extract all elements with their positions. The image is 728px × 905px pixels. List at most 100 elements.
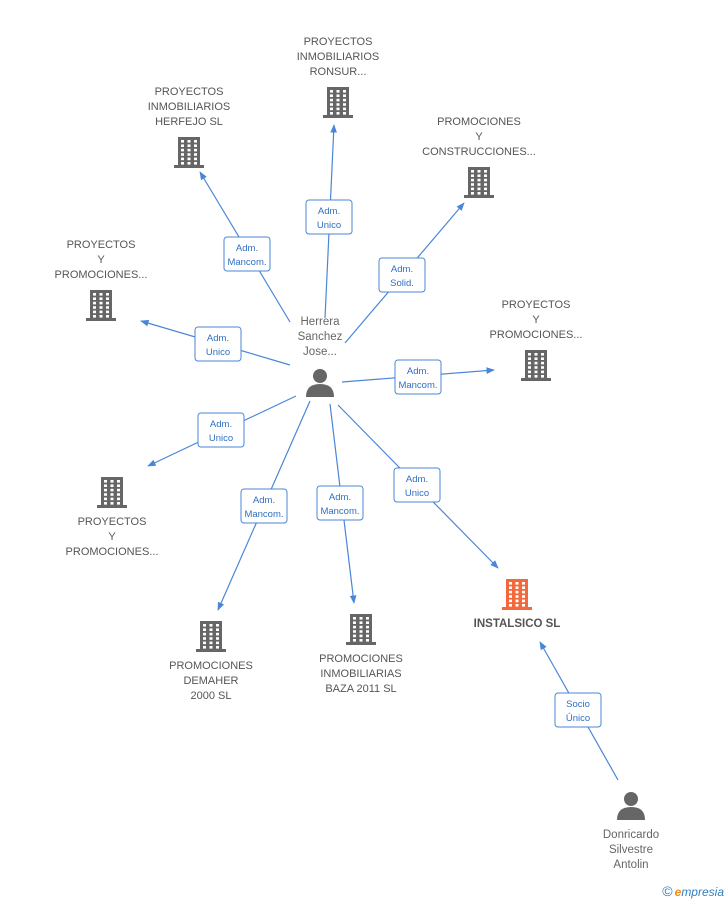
company-label-line: CONSTRUCCIONES... <box>422 146 536 158</box>
company-label-line: PROYECTOS <box>502 299 571 311</box>
edge-label-text: Adm. <box>207 333 229 344</box>
person-label-line: Donricardo <box>603 829 659 841</box>
company-label-line: PROYECTOS <box>155 86 224 98</box>
edge-label-box <box>197 412 245 448</box>
building-icon <box>97 477 127 508</box>
company-label-line: Y <box>532 314 540 326</box>
building-icon <box>196 621 226 652</box>
company-label-line: PROMOCIONES... <box>66 546 159 558</box>
building-icon <box>346 614 376 645</box>
edge-label-box <box>194 326 242 362</box>
company-node-proyectos_promociones_right[interactable]: PROYECTOS Y PROMOCIONES... <box>490 299 583 381</box>
edge-label-text: Solid. <box>390 278 414 289</box>
person-label-line: Sanchez <box>298 331 343 343</box>
company-label-line: HERFEJO SL <box>155 116 223 128</box>
edge-label-text: Adm. <box>406 474 428 485</box>
company-label-line: INMOBILIARIOS <box>297 51 380 63</box>
edge-label-box <box>393 467 441 503</box>
person-node-herrera[interactable]: HerreraSanchezJose... <box>298 316 343 397</box>
company-label-line: INMOBILIARIAS <box>320 668 401 680</box>
building-icon <box>174 137 204 168</box>
company-label-line: INSTALSICO SL <box>474 618 561 630</box>
person-icon <box>617 792 645 820</box>
company-label-line: PROMOCIONES... <box>55 269 148 281</box>
edge-label-herrera-proyectos_promociones_left[interactable]: Adm. Unico <box>194 326 242 362</box>
edge-label-herrera-baza[interactable]: Adm. Mancom. <box>316 485 364 521</box>
edge-label-text: Adm. <box>407 366 429 377</box>
company-label-line: RONSUR... <box>310 66 367 78</box>
company-label-line: PROYECTOS <box>304 36 373 48</box>
building-icon <box>464 167 494 198</box>
edge-label-text: Mancom. <box>320 506 359 517</box>
edge-label-text: Adm. <box>391 264 413 275</box>
company-label-line: PROMOCIONES... <box>490 329 583 341</box>
company-label-line: PROYECTOS <box>78 516 147 528</box>
person-label-line: Jose... <box>303 346 337 358</box>
edge-label-text: Mancom. <box>227 257 266 268</box>
company-node-proyectos_promociones_left[interactable]: PROYECTOS Y PROMOCIONES... <box>55 239 148 321</box>
edge-label-text: Adm. <box>253 495 275 506</box>
company-node-promociones_construcciones[interactable]: PROMOCIONES Y CONSTRUCCIONES... <box>422 116 536 198</box>
edge-label-text: Unico <box>317 220 341 231</box>
nodes-layer: PROYECTOSINMOBILIARIOSRONSUR...PROYECTOS… <box>55 36 660 871</box>
edge-label-herrera-demaher[interactable]: Adm. Mancom. <box>240 488 288 524</box>
company-label-line: Y <box>475 131 483 143</box>
edge-label-herrera-herfejo[interactable]: Adm. Mancom. <box>223 236 271 272</box>
edge-label-box <box>554 692 602 728</box>
building-icon <box>521 350 551 381</box>
person-icon <box>306 369 334 397</box>
edge-label-box <box>223 236 271 272</box>
edge-label-text: Adm. <box>236 243 258 254</box>
edge-label-text: Adm. <box>318 206 340 217</box>
company-label-line: PROYECTOS <box>67 239 136 251</box>
edge-labels-layer: Adm.UnicoAdm.Mancom.Adm.Solid.Adm.UnicoA… <box>194 199 602 728</box>
edge-label-text: Mancom. <box>244 509 283 520</box>
copyright-symbol: © <box>662 883 673 899</box>
company-label-line: Y <box>108 531 116 543</box>
edge-label-box <box>305 199 353 235</box>
company-node-baza[interactable]: PROMOCIONES INMOBILIARIAS BAZA 2011 SL <box>319 614 403 695</box>
company-label-line: INMOBILIARIOS <box>148 101 231 113</box>
company-node-proyectos_promociones_bottom_left[interactable]: PROYECTOS Y PROMOCIONES... <box>66 477 159 558</box>
person-label-line: Antolin <box>613 859 648 871</box>
edge-label-herrera-proyectos_promociones_bottom_left[interactable]: Adm. Unico <box>197 412 245 448</box>
company-label-line: Y <box>97 254 105 266</box>
company-label-line: PROMOCIONES <box>169 660 253 672</box>
company-node-herfejo[interactable]: PROYECTOS INMOBILIARIOS HERFEJO SL <box>148 86 231 168</box>
building-icon <box>323 87 353 118</box>
building-icon <box>502 579 532 610</box>
edge-label-herrera-ronsur[interactable]: Adm. Unico <box>305 199 353 235</box>
company-node-demaher[interactable]: PROMOCIONES DEMAHER 2000 SL <box>169 621 253 702</box>
person-label-line: Herrera <box>301 316 341 328</box>
edge-label-box <box>378 257 426 293</box>
company-label-line: DEMAHER <box>183 675 238 687</box>
edge-label-box <box>316 485 364 521</box>
edge-label-box <box>240 488 288 524</box>
edge-label-text: Unico <box>405 488 429 499</box>
edge-label-text: Mancom. <box>398 380 437 391</box>
company-node-instalsico[interactable]: INSTALSICO SL <box>474 579 561 630</box>
edge-label-text: Unico <box>206 347 230 358</box>
edge-label-herrera-proyectos_promociones_right[interactable]: Adm. Mancom. <box>394 359 442 395</box>
edge-label-herrera-promociones_construcciones[interactable]: Adm. Solid. <box>378 257 426 293</box>
brand-name: mpresia <box>681 885 724 899</box>
building-icon <box>86 290 116 321</box>
edge-label-text: Unico <box>209 433 233 444</box>
edge-label-text: Adm. <box>210 419 232 430</box>
company-node-ronsur[interactable]: PROYECTOS INMOBILIARIOS RONSUR... <box>297 36 380 118</box>
edge-label-text: Único <box>566 713 590 724</box>
edge-label-box <box>394 359 442 395</box>
edge-label-herrera-instalsico[interactable]: Adm. Unico <box>393 467 441 503</box>
person-label-line: Silvestre <box>609 844 653 856</box>
edge-label-text: Adm. <box>329 492 351 503</box>
company-label-line: 2000 SL <box>191 690 232 702</box>
edge-label-text: Socio <box>566 699 590 710</box>
brand-initial: e <box>674 885 682 899</box>
company-label-line: BAZA 2011 SL <box>325 683 396 695</box>
empresia-watermark: ©empresia <box>662 883 724 899</box>
company-label-line: PROMOCIONES <box>437 116 521 128</box>
company-label-line: PROMOCIONES <box>319 653 403 665</box>
